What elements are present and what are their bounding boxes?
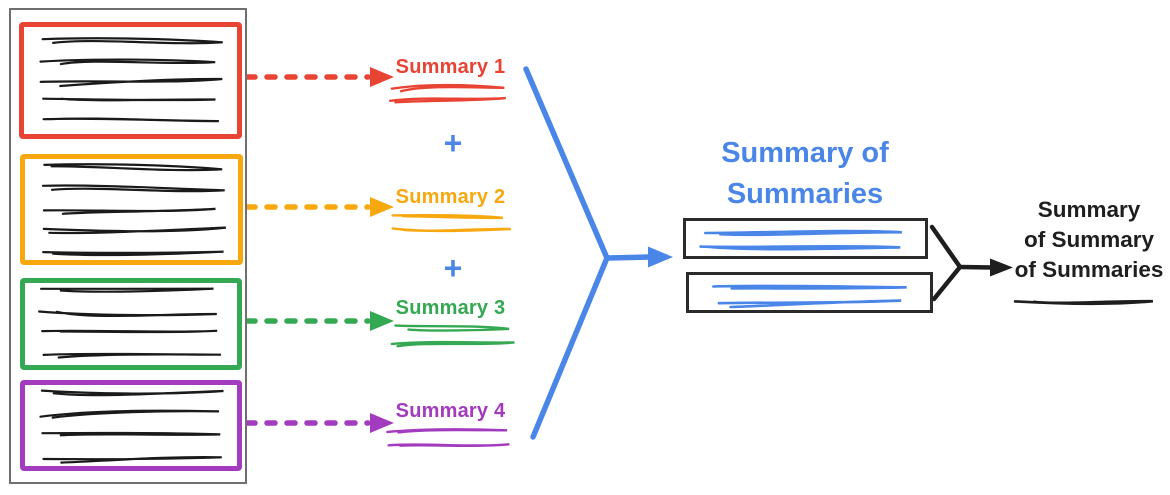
summary-of-summaries-box-2 xyxy=(686,272,933,313)
final-line-2: of Summary xyxy=(1023,227,1155,252)
title-line-2: Summaries xyxy=(726,178,884,210)
document-3-text-scribbles xyxy=(38,287,222,359)
title-line-1: Summary of xyxy=(721,137,889,169)
document-box-3 xyxy=(20,278,242,370)
summary-1-label: Summary 1 xyxy=(395,56,506,78)
final-summary-label: Summary of Summary of Summaries xyxy=(1000,195,1170,285)
final-summary-scribble xyxy=(1013,299,1154,306)
summary-3-scribble xyxy=(390,324,515,348)
document-2-text-scribbles xyxy=(41,163,227,257)
summary-2-label: Summary 2 xyxy=(395,186,506,208)
final-line-3: of Summaries xyxy=(1014,257,1164,282)
sos-box-2-scribbles xyxy=(712,284,907,309)
document-box-4 xyxy=(20,380,242,471)
merge-arrow xyxy=(523,66,673,440)
document-4-text-scribbles xyxy=(39,389,224,464)
summary-1-scribble xyxy=(389,83,506,104)
summary-of-summaries-title: Summary of Summaries xyxy=(655,133,955,215)
plus-icon-2: + xyxy=(443,250,463,286)
source-documents-panel xyxy=(9,8,247,484)
document-box-2 xyxy=(20,154,243,265)
summary-4-label: Summary 4 xyxy=(395,400,506,422)
summary-4-scribble xyxy=(386,428,510,448)
document-box-1 xyxy=(19,22,242,139)
summary-of-summaries-box-1 xyxy=(683,218,928,259)
summary-3-label: Summary 3 xyxy=(395,297,506,319)
sos-box-1-scribbles xyxy=(699,229,902,251)
document-1-text-scribbles xyxy=(39,37,223,123)
summary-2-scribble xyxy=(391,214,511,233)
plus-icon-1: + xyxy=(443,125,463,161)
final-line-1: Summary xyxy=(1037,197,1141,222)
